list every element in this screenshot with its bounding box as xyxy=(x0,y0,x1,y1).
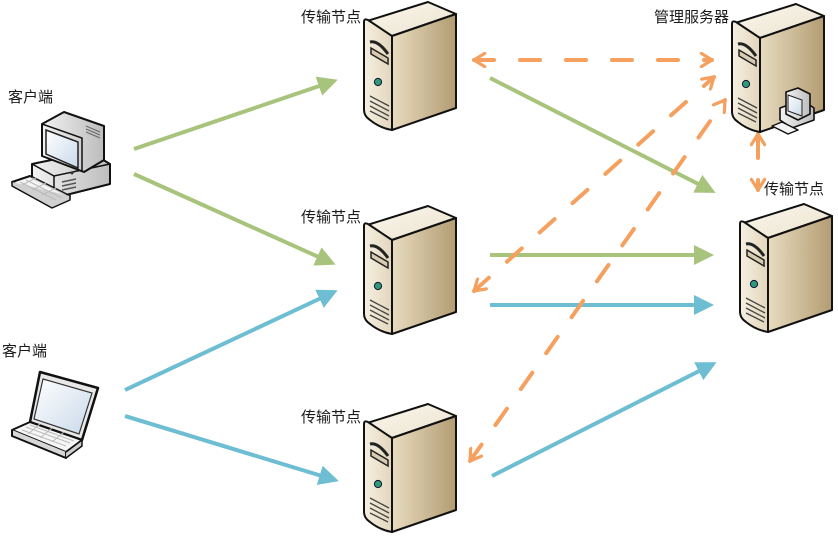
client-laptop-label: 客户端 xyxy=(2,342,48,360)
node-bottom-label: 传输节点 xyxy=(301,408,362,426)
client-edges xyxy=(124,76,339,485)
desktop-pc-icon[interactable] xyxy=(11,111,111,209)
client-desktop-label: 客户端 xyxy=(8,88,54,106)
node-bottom-server-icon[interactable] xyxy=(362,402,458,534)
node-top-label: 传输节点 xyxy=(301,8,362,26)
manager-console-icon xyxy=(771,87,815,135)
control-edges xyxy=(468,60,758,463)
edge-node-top-to-node-right xyxy=(489,76,716,193)
control-node-bottom-manager xyxy=(468,98,727,463)
manager-label: 管理服务器 xyxy=(654,8,730,26)
edge-desktop-to-node-middle xyxy=(133,172,336,266)
node-top-server-icon[interactable] xyxy=(362,0,458,132)
node-right-label: 传输节点 xyxy=(764,180,825,198)
laptop-icon[interactable] xyxy=(11,370,100,459)
node-middle-label: 传输节点 xyxy=(301,208,362,226)
edge-laptop-to-node-bottom xyxy=(124,414,339,485)
node-middle-server-icon[interactable] xyxy=(362,204,458,336)
node-right-server-icon[interactable] xyxy=(738,202,834,334)
edge-desktop-to-node-top xyxy=(133,76,338,151)
control-node-middle-manager xyxy=(472,75,716,293)
edge-laptop-to-node-middle xyxy=(124,289,338,392)
